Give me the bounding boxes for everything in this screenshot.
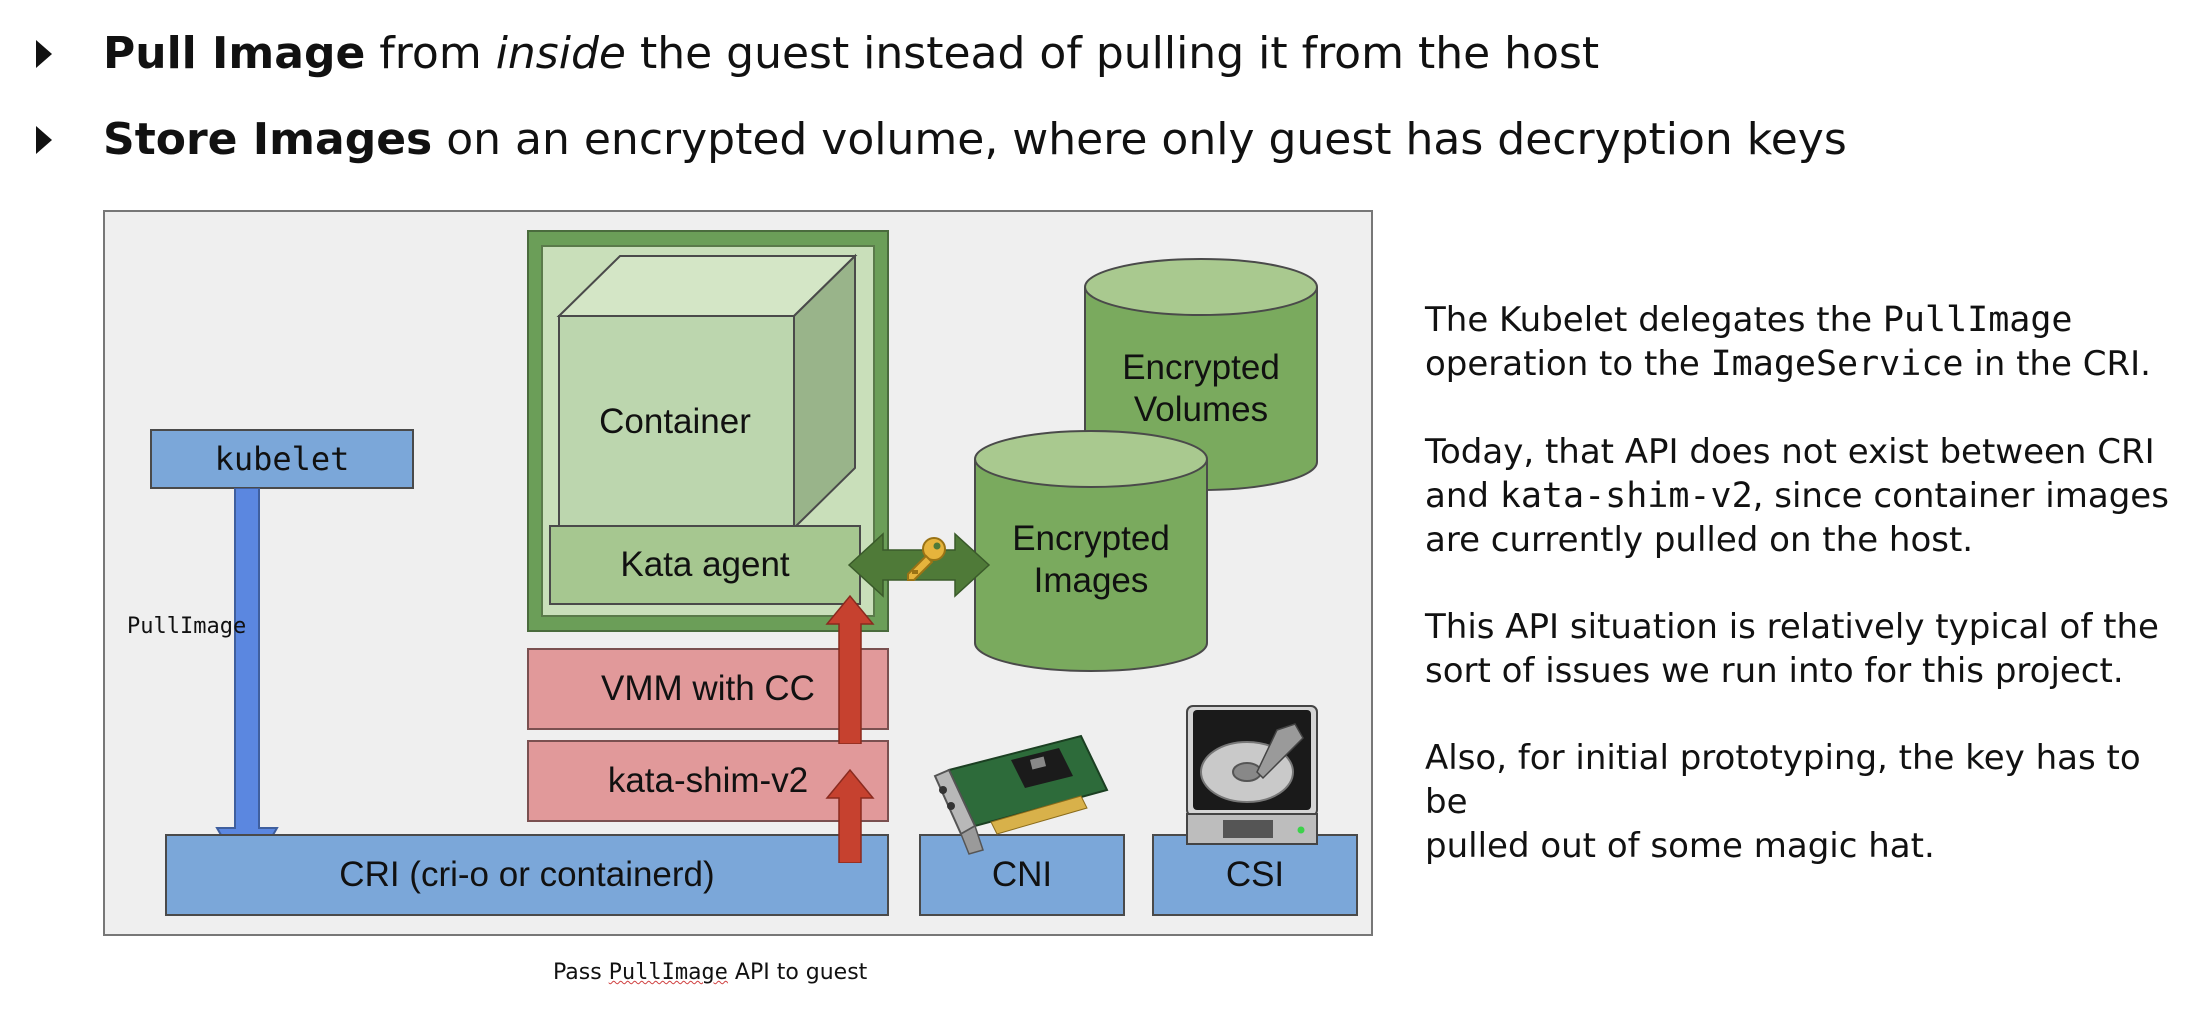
encrypted-images-label: Encrypted Images	[971, 518, 1211, 602]
kubelet-box: kubelet	[150, 429, 414, 489]
container-label: Container	[599, 402, 751, 441]
hard-drive-icon	[1186, 705, 1318, 845]
shim-box: kata-shim-v2	[527, 740, 889, 822]
key-icon	[907, 537, 946, 581]
encrypted-volumes-line-2: Volumes	[1133, 390, 1269, 429]
csi-box: CSI	[1152, 834, 1358, 916]
desc-p2-a: Today, that API does not exist between C…	[1425, 432, 2155, 472]
desc-p4-a: Also, for initial prototyping, the key h…	[1425, 738, 2141, 822]
kata-agent-box: Kata agent	[549, 525, 861, 605]
red-arrow-upper	[825, 594, 875, 744]
encrypted-images-cylinder	[974, 430, 1208, 672]
encrypted-volumes-line-1: Encrypted	[1122, 348, 1280, 387]
encrypted-images-line-2: Images	[1033, 561, 1149, 600]
bullet-triangle-icon	[36, 40, 52, 68]
desc-p2-code: kata-shim-v2	[1499, 476, 1753, 516]
cni-label: CNI	[991, 855, 1053, 894]
caption-pre: Pass	[553, 960, 609, 985]
network-card-icon	[933, 734, 1109, 855]
diagram-caption: Pass PullImage API to guest	[553, 960, 867, 985]
pullimage-arrow	[215, 488, 279, 883]
architecture-diagram: kubelet PullImage Container Kata agent V…	[103, 210, 1373, 936]
bullet-1: Pull Image from inside the guest instead…	[0, 22, 1700, 92]
vmm-label: VMM with CC	[601, 669, 815, 708]
desc-p1-code2: ImageService	[1710, 344, 1964, 384]
bullet-triangle-icon	[36, 126, 52, 154]
desc-p4-b: pulled out of some magic hat.	[1425, 826, 1935, 866]
desc-p1-a: The Kubelet delegates the	[1425, 300, 1883, 340]
vmm-box: VMM with CC	[527, 648, 889, 730]
bullet-2: Store Images on an encrypted volume, whe…	[0, 108, 1847, 178]
caption-code: PullImage	[608, 960, 728, 985]
description-p4: Also, for initial prototyping, the key h…	[1425, 736, 2185, 868]
cri-label: CRI (cri-o or containerd)	[339, 855, 715, 894]
red-arrow-lower	[825, 768, 875, 863]
caption-post: API to guest	[727, 960, 868, 985]
pullimage-label: PullImage	[127, 614, 247, 639]
kubelet-label: kubelet	[214, 440, 350, 478]
shim-label: kata-shim-v2	[607, 761, 809, 800]
encrypted-images-line-1: Encrypted	[1012, 519, 1170, 558]
desc-p2-c: , since container images	[1752, 476, 2169, 516]
desc-p2-b: and	[1425, 476, 1500, 516]
bullet-1-pre: from	[365, 28, 496, 79]
container-cube	[556, 253, 858, 531]
description-p3: This API situation is relatively typical…	[1425, 605, 2185, 693]
bullet-1-bold: Pull Image	[103, 28, 366, 79]
bullet-1-post: the guest instead of pulling it from the…	[625, 28, 1600, 79]
bullet-2-bold: Store Images	[103, 114, 433, 165]
kata-agent-label: Kata agent	[620, 545, 790, 584]
desc-p1-c: in the CRI.	[1963, 344, 2151, 384]
encrypted-volumes-label: Encrypted Volumes	[1081, 347, 1321, 431]
description-p1: The Kubelet delegates the PullImage oper…	[1425, 298, 2185, 386]
cni-box: CNI	[919, 834, 1125, 916]
desc-p3-b: sort of issues we run into for this proj…	[1425, 651, 2124, 691]
bullet-1-italic: inside	[495, 28, 626, 79]
desc-p3-a: This API situation is relatively typical…	[1425, 607, 2159, 647]
desc-p2-d: are currently pulled on the host.	[1425, 520, 1974, 560]
csi-label: CSI	[1225, 855, 1285, 894]
bullet-2-pre: on an encrypted volume, where only guest…	[432, 114, 1847, 165]
desc-p1-code1: PullImage	[1882, 300, 2073, 340]
desc-p1-b: operation to the	[1425, 344, 1711, 384]
description-p2: Today, that API does not exist between C…	[1425, 430, 2185, 562]
cri-box: CRI (cri-o or containerd)	[165, 834, 889, 916]
